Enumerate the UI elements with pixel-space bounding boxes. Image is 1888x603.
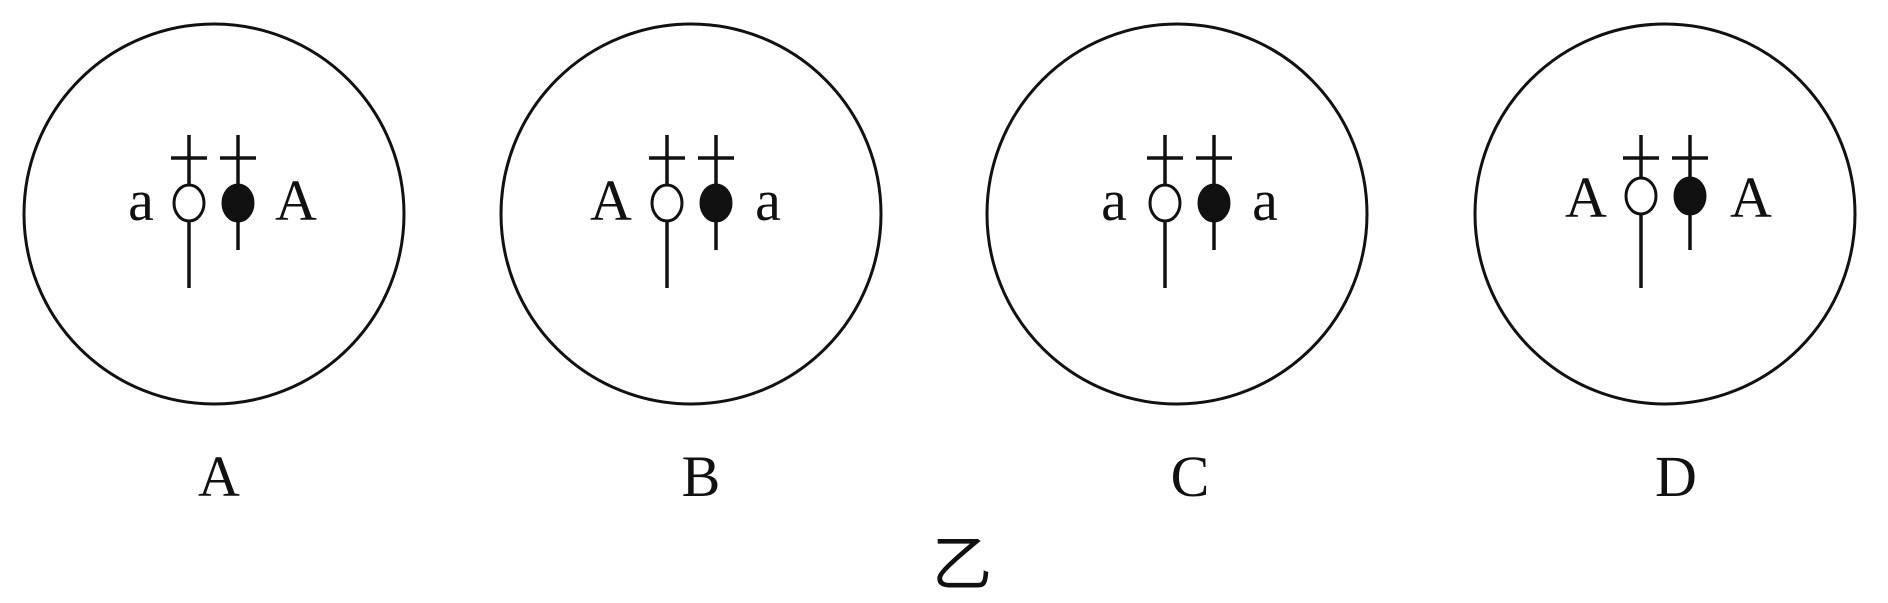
allele-label-right: A bbox=[275, 168, 317, 233]
allele-label-right: a bbox=[1252, 168, 1278, 233]
centromere-open bbox=[1148, 183, 1182, 223]
allele-label-left: A bbox=[590, 168, 632, 233]
allele-label-left: a bbox=[128, 168, 154, 233]
cell-option-c: a a C bbox=[985, 22, 1369, 509]
option-label: A bbox=[198, 444, 240, 509]
centromere-filled bbox=[1197, 183, 1231, 223]
centromere-filled bbox=[699, 183, 733, 223]
option-label: C bbox=[1171, 444, 1210, 509]
cell-option-a: a A A bbox=[22, 22, 406, 509]
allele-label-right: a bbox=[755, 168, 781, 233]
figure-caption: 乙 bbox=[932, 530, 992, 600]
allele-label-left: a bbox=[1101, 168, 1127, 233]
centromere-open bbox=[650, 183, 684, 223]
allele-label-left: A bbox=[1565, 165, 1607, 230]
centromere-filled bbox=[1673, 176, 1707, 216]
option-label: B bbox=[682, 444, 721, 509]
cell-option-d: A A D bbox=[1473, 22, 1857, 509]
allele-label-right: A bbox=[1730, 165, 1772, 230]
centromere-open bbox=[172, 183, 206, 223]
option-label: D bbox=[1655, 444, 1697, 509]
cell-option-b: A a B bbox=[499, 22, 883, 509]
cell-membrane bbox=[499, 22, 883, 406]
cell-membrane bbox=[1473, 22, 1857, 406]
centromere-open bbox=[1624, 176, 1658, 216]
cell-membrane bbox=[22, 22, 406, 406]
cell-membrane bbox=[985, 22, 1369, 406]
centromere-filled bbox=[221, 183, 255, 223]
